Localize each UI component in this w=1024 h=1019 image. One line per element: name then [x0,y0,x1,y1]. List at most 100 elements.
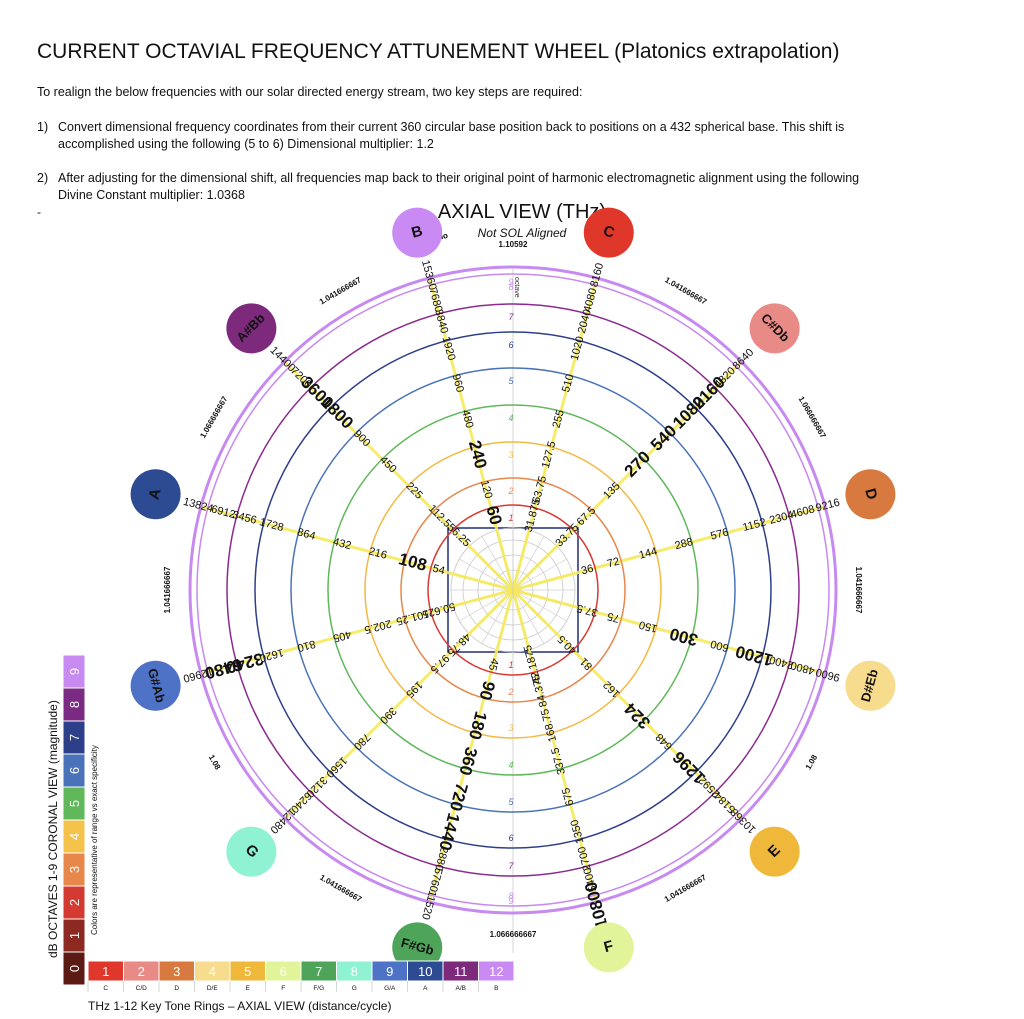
tone-ring-legend-title: THz 1-12 Key Tone Rings – AXIAL VIEW (di… [88,999,391,1013]
tone-circle [749,303,800,354]
octave-number-top: 4 [508,413,513,423]
octave-legend-label: 8 [67,701,82,708]
frequency-value: 150 [638,618,659,634]
tone-fsgb: F#Gb [392,922,443,973]
ratio-value: 1.041666667 [854,567,863,614]
octave-ring-3 [364,441,662,739]
tone-ring-legend-note: D [174,985,179,992]
octave-ring-2 [400,477,626,703]
spoke-dseb [512,588,826,676]
tone-ring-legend-label: 12 [489,964,503,979]
tone-label: B [410,222,425,241]
tone-label: C [601,222,616,241]
tone-b: B [392,207,443,258]
ratio-value: 1.10592 [499,240,528,249]
spoke-e [511,588,743,820]
frequency-value: 12480 [267,806,297,836]
frequency-value: 15360 [419,259,439,292]
frequency-value: 14400 [267,344,297,374]
octave-number-top: 7 [508,312,514,322]
tone-g: G [226,826,277,877]
frequency-value: 600 [709,637,730,653]
spoke-csdb [511,360,743,592]
tone-circle [392,207,443,258]
frequency-value: 7680 [426,287,444,314]
frequency-value: 255 [551,409,567,430]
tone-ring-legend-label: 9 [386,964,393,979]
tone-ring-legend-cell: 1C [87,960,124,992]
frequency-value: 37.5 [575,601,599,618]
frequency-value: 84.375 [530,673,550,709]
octave-number-bottom: 3 [508,723,513,733]
frequency-value: 4800 [789,659,816,677]
spoke-gsab [200,588,514,676]
tone-ring-legend-note: D/E [207,985,219,992]
tone-ring-legend-label: 8 [351,964,358,979]
tone-ring-legend-note: C/D [136,985,148,992]
tone-ring-legend-cell: 6F [265,960,302,992]
frequency-value: 360 [455,745,481,777]
frequency-value: 144 [638,546,659,562]
ratio-value: 1.08 [804,753,820,771]
octave-number-top: 5 [508,376,514,386]
octave-legend-cell: 1 [62,918,86,953]
spoke-c [511,277,599,591]
octave-legend-swatch [62,654,86,689]
tone-label: D [861,487,880,502]
octave-number-bottom: 8 [508,891,513,901]
octave-legend-cell: 6 [62,753,86,788]
tone-label: A [145,487,164,502]
frequency-value: 576 [709,526,730,542]
frequency-value: 45 [486,657,501,672]
octave-legend-label: 7 [67,734,82,741]
ratio-value: 1.08 [207,753,223,771]
frequency-value: 810 [296,637,317,653]
frequency-value: 675 [560,786,576,807]
octave-legend-label: 6 [67,767,82,774]
tone-circle [583,922,634,973]
frequency-value: 90 [475,679,498,702]
octave-legend-label: 9 [67,668,82,675]
octave-number-top: 2 [507,486,513,496]
tone-ring-legend-note: F [281,985,285,992]
tone-ring-legend-note: A/B [456,985,466,992]
tone-circle [130,660,181,711]
tone-circle [130,469,181,520]
spoke-a [200,504,514,592]
wheel-subtitle: Not SOL Aligned [477,226,567,240]
octave-legend-cell: 4 [62,819,86,854]
frequency-value: 8640 [731,347,757,373]
step-number: 1) [37,120,49,134]
step-2: 2) After adjusting for the dimensional s… [37,170,897,204]
tone-e: E [749,826,800,877]
octave-number-bottom: 9 [508,896,513,906]
tone-ring-legend-cell: 7F/G [300,960,337,992]
ratio-value: 1.066666667 [198,394,229,439]
octave-number-top: 9 [508,277,513,287]
ratio-value: 1.041666667 [163,566,172,613]
frequency-value: 288 [674,536,695,552]
octave-ring-5 [290,367,736,813]
tone-csdb: C#Db [749,303,800,354]
spoke-d [512,504,826,592]
frequency-value: 101.25 [395,607,431,627]
frequency-value: 1152 [741,516,767,534]
spoke-g [283,588,515,820]
frequency-value: 6912 [210,503,237,521]
frequency-value: 405 [332,628,353,644]
tone-ring-legend-label: 6 [280,964,287,979]
spoke-b [427,277,515,591]
tone-ring-legend-label: 10 [418,964,432,979]
octave-number-bottom: 4 [508,760,513,770]
step-text: Convert dimensional frequency coordinate… [58,120,845,151]
frequency-value: 168.75 [539,707,559,743]
octave-legend-label: 1 [67,932,82,939]
step-text: After adjusting for the dimensional shif… [58,171,860,202]
dash-mark: - [37,205,41,219]
tone-ring-legend-cell: 8G [336,960,373,992]
tone-dseb: D#Eb [845,660,896,711]
ratio-value: 1.066666667 [797,395,828,440]
frequency-value: 510 [560,373,576,394]
octave-legend-label: 0 [67,965,82,972]
tone-ring-legend-cell: 10A [407,960,444,992]
